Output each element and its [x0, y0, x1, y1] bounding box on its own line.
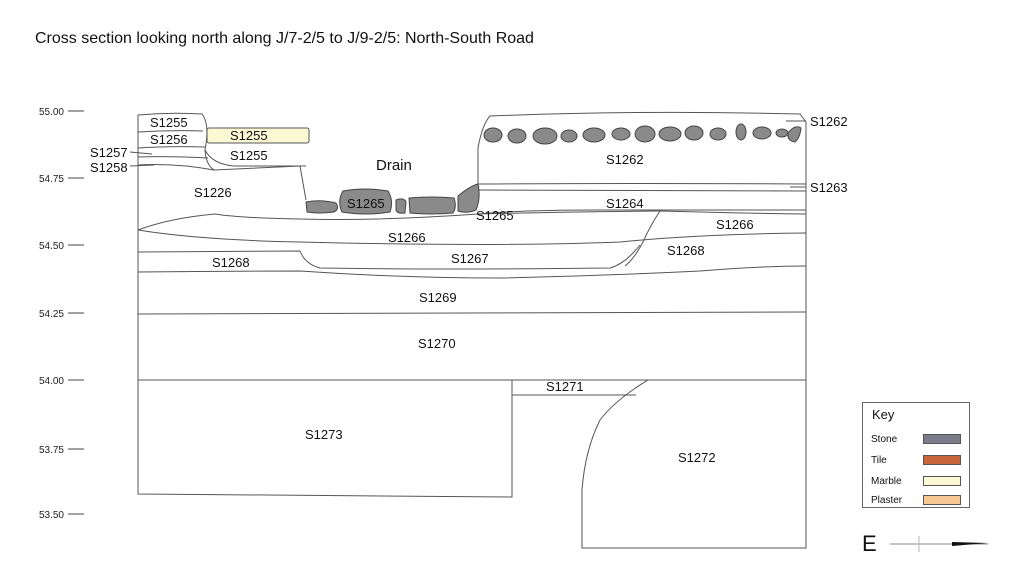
elevation-axis: 55.00 54.75 54.50 54.25 54.00 53.75 53.5… [39, 107, 84, 521]
layer-label-s1264: S1264 [606, 196, 644, 211]
legend-key: Key Stone Tile Marble Plaster [862, 402, 970, 508]
stone [787, 126, 802, 143]
layer-label-s1267: S1267 [451, 251, 489, 266]
layer-label-s1262: S1262 [606, 152, 644, 167]
drain-label: Drain [376, 157, 412, 174]
stone [684, 125, 704, 141]
axis-tick-label: 53.75 [39, 445, 64, 456]
axis-tick-label: 54.50 [39, 241, 64, 252]
layer-label-s1255: S1255 [230, 148, 268, 163]
stone [611, 127, 631, 141]
layer-label-s1226: S1226 [194, 185, 232, 200]
layer-label-s1268: S1268 [667, 243, 705, 258]
stone [709, 127, 727, 141]
legend-item-label: Tile [871, 455, 887, 466]
page-title: Cross section looking north along J/7-2/… [35, 30, 534, 47]
legend-title: Key [872, 407, 895, 422]
stone-layer [305, 123, 802, 215]
legend-swatch [923, 455, 961, 465]
layer-label-s1258: S1258 [90, 160, 128, 175]
legend-item-tile: Tile [871, 454, 963, 468]
layer-label-s1269: S1269 [419, 290, 457, 305]
stone [775, 128, 789, 138]
legend-swatch [923, 476, 961, 486]
layer-label-s1266: S1266 [388, 230, 426, 245]
compass-direction-label: E [862, 531, 877, 556]
stone [752, 126, 772, 140]
legend-item-label: Plaster [871, 495, 903, 506]
marble-slab [206, 127, 310, 144]
axis-tick-label: 54.75 [39, 174, 64, 185]
layer-label-s1271: S1271 [546, 379, 584, 394]
legend-item-label: Stone [871, 434, 898, 445]
layer-label-s1255: S1255 [150, 115, 188, 130]
stone [483, 127, 503, 143]
stone [735, 123, 747, 141]
stone [507, 128, 527, 144]
stone [560, 129, 578, 143]
layer-labels: S1255 S1256 S1255 S1255 S1257 S1258 S122… [90, 114, 848, 465]
stone [634, 125, 656, 143]
layer-label-s1265-stone: S1265 [347, 196, 385, 211]
axis-tick-label: 54.00 [39, 376, 64, 387]
layer-label-s1263: S1263 [810, 180, 848, 195]
stone [658, 126, 682, 142]
axis-tick-label: 55.00 [39, 107, 64, 118]
layer-label-s1265: S1265 [476, 208, 514, 223]
compass-arrow [890, 536, 988, 552]
legend-item-stone: Stone [871, 433, 963, 447]
stone [395, 198, 407, 214]
legend-swatch [923, 434, 961, 444]
legend-item-label: Marble [871, 476, 902, 487]
stone [408, 196, 456, 215]
layer-label-s1256: S1256 [150, 132, 188, 147]
stone [582, 127, 606, 143]
layer-label-s1257: S1257 [90, 145, 128, 160]
section-outlines [137, 111, 807, 549]
layer-label-s1268: S1268 [212, 255, 250, 270]
legend-item-marble: Marble [871, 475, 963, 489]
layer-label-s1270: S1270 [418, 336, 456, 351]
stone [532, 127, 558, 145]
legend-item-plaster: Plaster [871, 494, 963, 508]
legend-swatch [923, 495, 961, 505]
leader-lines [129, 120, 806, 188]
layer-label-s1255-marble: S1255 [230, 128, 268, 143]
stone [457, 183, 480, 213]
axis-tick-label: 53.50 [39, 510, 64, 521]
stone [339, 188, 393, 215]
layer-label-s1272: S1272 [678, 450, 716, 465]
layer-label-s1273: S1273 [305, 427, 343, 442]
axis-tick-label: 54.25 [39, 309, 64, 320]
layer-label-s1266: S1266 [716, 217, 754, 232]
layer-label-s1262: S1262 [810, 114, 848, 129]
stone [305, 200, 339, 214]
